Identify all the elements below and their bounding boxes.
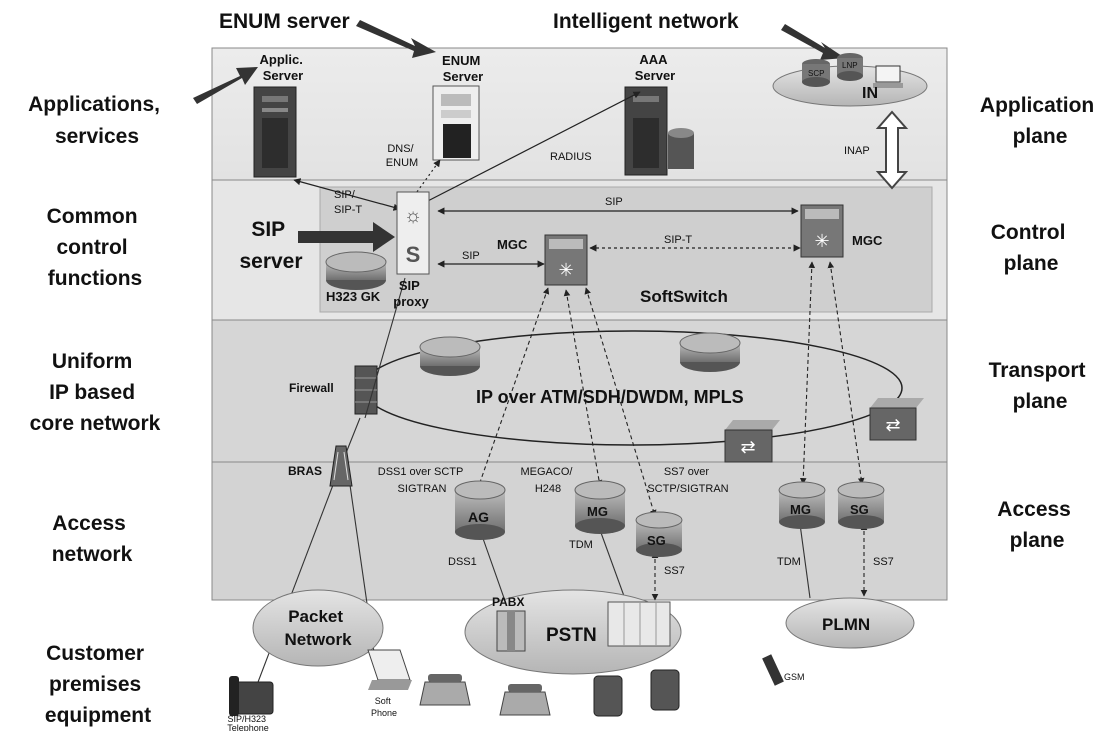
- h323-gk-label: H323 GK: [326, 289, 381, 304]
- core-router-left-icon: [419, 336, 481, 376]
- lnp-label: LNP: [842, 61, 858, 70]
- plmn-cloud: [785, 597, 915, 649]
- application-plane-label: Application plane: [980, 94, 1100, 148]
- pointer-arrows: [193, 20, 845, 252]
- scp-db-icon: [802, 59, 830, 87]
- mgc-right-label: MGC: [852, 233, 883, 248]
- in-label: IN: [862, 85, 878, 102]
- core-router-right-icon: [679, 332, 741, 372]
- sg-1-label: SG: [647, 533, 666, 548]
- sip-left-label: SIP: [462, 250, 480, 262]
- firewall-label: Firewall: [289, 381, 334, 395]
- packet-network-label: Packet Network: [284, 607, 352, 649]
- pabx-label: PABX: [492, 595, 524, 609]
- applications-label: Applications, services: [28, 93, 166, 148]
- svg-text:⇄: ⇄: [885, 415, 900, 435]
- access-signalling-links: [476, 261, 868, 601]
- svg-text:☼: ☼: [404, 205, 422, 227]
- dss1-sctp-label: DSS1 over SCTP SIGTRAN: [378, 466, 466, 495]
- ag-label: AG: [468, 509, 489, 525]
- sg-router-2-icon: [837, 481, 885, 529]
- pstn-phone-1-icon: [419, 674, 471, 706]
- bras-label: BRAS: [288, 464, 322, 478]
- enum-server-icon: [432, 85, 480, 161]
- cpe-label: Customer premises equipment: [45, 642, 151, 727]
- enum-server-label: ENUM Server: [442, 53, 484, 84]
- mg-2-label: MG: [790, 502, 811, 517]
- mg-router-2-icon: [778, 481, 826, 529]
- softswitch-label: SoftSwitch: [640, 287, 728, 306]
- sip-phone-label: SIP/H323 Telephone: [227, 714, 269, 731]
- control-plane-label: Control plane: [991, 221, 1072, 275]
- soft-phone-laptop-icon: [367, 649, 412, 690]
- pstn-switch-icon: [607, 601, 671, 647]
- ss7-2-label: SS7: [873, 556, 894, 568]
- svg-text:✳: ✳: [558, 260, 573, 280]
- aaa-server-label: AAA Server: [635, 52, 675, 83]
- ip-over-label: IP over ATM/SDH/DWDM, MPLS: [476, 387, 744, 407]
- access-plane-band: [211, 461, 948, 601]
- pstn-phone-4-icon: [650, 669, 680, 711]
- in-terminal-icon: [873, 65, 903, 88]
- mgc-right-icon: ✳: [800, 204, 844, 258]
- sip-top-label: SIP: [605, 196, 623, 208]
- plmn-label: PLMN: [822, 615, 870, 634]
- pstn-label: PSTN: [546, 625, 597, 646]
- packet-network-cloud: [252, 589, 384, 667]
- access-plane-label: Access plane: [997, 498, 1076, 552]
- sip-server-label: SIP server: [239, 218, 302, 273]
- ag-router-icon: [454, 480, 506, 540]
- sip-t-mid-label: SIP-T: [664, 234, 692, 246]
- atm-switch-bottom-icon: ⇄: [724, 420, 780, 463]
- signalling-links: [293, 91, 801, 268]
- bras-icon: [329, 445, 353, 487]
- ss7-1-label: SS7: [664, 565, 685, 577]
- radius-label: RADIUS: [550, 151, 592, 163]
- mg-router-1-icon: [574, 480, 626, 534]
- svg-text:S: S: [406, 242, 421, 267]
- enum-server-title: ENUM server: [219, 10, 350, 33]
- applic-server-label: Applic. Server: [260, 52, 307, 83]
- applic-server-icon: [253, 86, 297, 178]
- dss1-label: DSS1: [448, 556, 477, 568]
- svg-text:✳: ✳: [814, 231, 829, 251]
- megaco-label: MEGACO/ H248: [520, 466, 575, 495]
- intelligent-network-title: Intelligent network: [553, 10, 739, 33]
- sg-2-label: SG: [850, 502, 869, 517]
- soft-phone-label: Soft Phone: [371, 696, 397, 718]
- svg-text:⇄: ⇄: [740, 437, 755, 457]
- sip-sipt-left-label: SIP/ SIP-T: [334, 189, 362, 216]
- sip-proxy-label: SIP proxy: [393, 278, 429, 309]
- sip-telephone-icon: [229, 676, 274, 716]
- h323-gk-router-icon: [325, 251, 387, 290]
- gsm-label: GSM: [784, 672, 805, 682]
- tdm-2-label: TDM: [777, 556, 801, 568]
- lnp-db-icon: [837, 53, 863, 81]
- sip-proxy-icon: ☼ S: [396, 191, 430, 275]
- core-network-label: Uniform IP based core network: [30, 350, 161, 435]
- transport-plane-label: Transport plane: [989, 359, 1092, 413]
- pstn-phone-3-icon: [593, 675, 623, 717]
- firewall-icon: [354, 365, 378, 415]
- pabx-icon: [496, 610, 526, 652]
- inap-label: INAP: [844, 145, 870, 157]
- mgc-left-label: MGC: [497, 237, 528, 252]
- tdm-1-label: TDM: [569, 539, 593, 551]
- inap-double-arrow: [875, 110, 909, 190]
- atm-switch-right-icon: ⇄: [869, 398, 924, 441]
- scp-label: SCP: [808, 69, 824, 78]
- dns-enum-label: DNS/ ENUM: [386, 143, 418, 169]
- common-control-label: Common control functions: [47, 205, 144, 290]
- mg-1-label: MG: [587, 504, 608, 519]
- gsm-phone-icon: [762, 654, 784, 686]
- access-network-label: Access network: [52, 512, 133, 566]
- mgc-left-icon: ✳: [544, 234, 588, 286]
- pstn-phone-2-icon: [499, 684, 551, 716]
- sg-router-1-icon: [635, 511, 683, 557]
- ss7-sctp-label: SS7 over SCTP/SIGTRAN: [647, 466, 728, 495]
